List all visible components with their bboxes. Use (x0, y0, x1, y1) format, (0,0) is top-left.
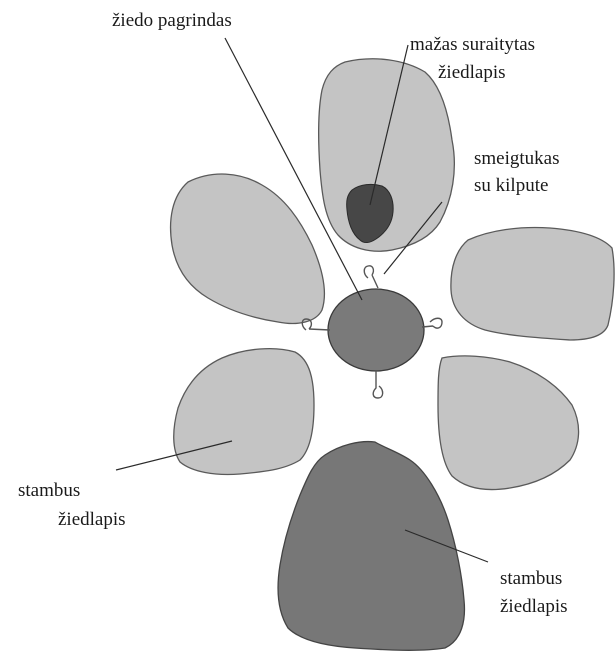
label-pin-line2: su kilpute (474, 175, 548, 196)
label-large-petal-left-line1: stambus (18, 480, 80, 501)
upper-left-petal (171, 174, 325, 323)
flower-base (328, 289, 424, 371)
lower-left-petal (174, 349, 314, 475)
label-flower-base: žiedo pagrindas (112, 10, 232, 31)
large-bottom-petal (278, 442, 464, 651)
label-pin-line1: smeigtukas (474, 148, 560, 169)
label-small-petal-line2: žiedlapis (438, 62, 506, 83)
label-large-petal-right-line2: žiedlapis (500, 596, 568, 617)
label-small-petal-line1: mažas suraitytas (410, 34, 535, 55)
pin-bottom (373, 370, 382, 398)
label-large-petal-left-line2: žiedlapis (58, 509, 126, 530)
pin-top (364, 266, 378, 288)
lower-right-petal (438, 356, 579, 490)
pin-right (422, 318, 442, 328)
right-petal (451, 228, 614, 341)
label-large-petal-right-line1: stambus (500, 568, 562, 589)
